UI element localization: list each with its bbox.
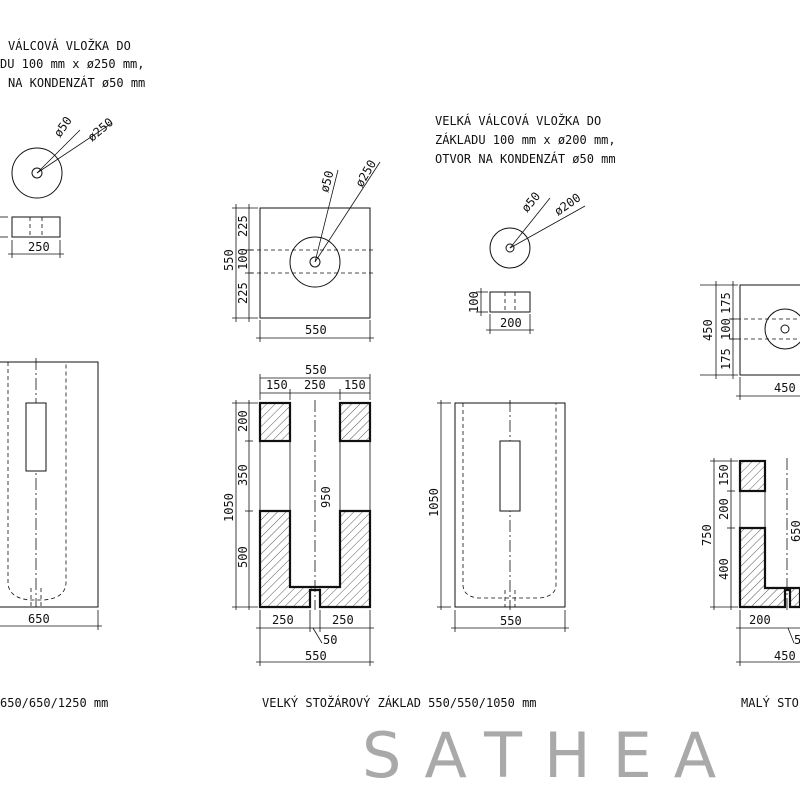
dim-label: 200 (500, 316, 522, 330)
note-line: VELKÁ VÁLCOVÁ VLOŽKA DO (435, 113, 601, 128)
dim-label: 150 (266, 378, 288, 392)
dim-label: ø200 (552, 190, 584, 218)
dim-label: 100 (467, 291, 481, 313)
small-base-plan: 450 175 100 175 450 (700, 281, 800, 400)
dim-label: 225 (236, 215, 250, 237)
dim-label: 950 (319, 486, 333, 508)
dim-label: 1050 (222, 493, 236, 522)
insert-250-plan: ø50 ø250 (11, 114, 116, 199)
top-ring-right (338, 401, 372, 443)
dim-label: 200 (236, 410, 250, 432)
sathea-logo: SATHEA (362, 719, 738, 792)
dim-label: 50 (323, 633, 337, 647)
insert-200-section: 100 200 (467, 288, 534, 334)
small-base-section: 650 750 150 200 400 200 5 450 (700, 458, 800, 666)
insert-body (489, 291, 531, 313)
dim-label: 175 (719, 348, 733, 370)
leader-line (36, 122, 113, 174)
insert-slot (25, 402, 47, 472)
insert-body (11, 216, 61, 238)
top-ring-left (738, 459, 767, 493)
large-base-section: 550 150 250 150 950 1050 200 350 500 (222, 363, 374, 666)
note-line: DU 100 mm x ø250 mm, (0, 57, 145, 71)
note-medium-insert: VELKÁ VÁLCOVÁ VLOŽKA DO ZÁKLADU 100 mm x… (435, 113, 616, 166)
dim-label: 550 (305, 323, 327, 337)
dim-label: 500 (236, 546, 250, 568)
dim-label: 550 (500, 614, 522, 628)
dim-label: 200 (749, 613, 771, 627)
dim-label: 350 (236, 464, 250, 486)
dim-label: 200 (717, 498, 731, 520)
insert-slot (499, 440, 521, 512)
leader-line (36, 129, 81, 174)
note-line: ZÁKLADU 100 mm x ø200 mm, (435, 132, 616, 147)
dim-label: 650 (789, 520, 800, 542)
dim-label: 450 (701, 319, 715, 341)
top-ring-left (258, 401, 292, 443)
large-base-plan: ø50 ø250 550 225 100 225 550 (222, 157, 381, 342)
caption-big-base: 650/650/1250 mm (0, 696, 108, 710)
bottom-block (738, 526, 800, 609)
note-line: OTVOR NA KONDENZÁT ø50 mm (435, 151, 616, 166)
caption-small-base: MALÝ STO (741, 695, 799, 710)
dim-label: 550 (222, 249, 236, 271)
dim-label: 250 (304, 378, 326, 392)
note-line: VÁLCOVÁ VLOŽKA DO (8, 38, 131, 53)
dim-label: 550 (305, 649, 327, 663)
dim-label: 250 (28, 240, 50, 254)
note-large-insert: VÁLCOVÁ VLOŽKA DO DU 100 mm x ø250 mm, N… (0, 38, 145, 90)
dim-label: 225 (236, 282, 250, 304)
dim-label: 1050 (427, 488, 441, 517)
insert-250-section: 250 (0, 216, 64, 258)
dim-label: 150 (344, 378, 366, 392)
base-body (0, 361, 99, 608)
medium-base-elevation: 1050 550 (427, 400, 569, 632)
dim-label: 5 (794, 633, 800, 647)
dim-label: ø50 (51, 114, 75, 140)
dim-label: 175 (719, 292, 733, 314)
dim-label: 400 (717, 558, 731, 580)
dim-label: ø250 (352, 157, 379, 189)
dim-label: 650 (28, 612, 50, 626)
dim-label: 750 (700, 524, 714, 546)
dim-label: 250 (272, 613, 294, 627)
dim-label: 550 (305, 363, 327, 377)
dim-label: 450 (774, 381, 796, 395)
dim-label: ø250 (85, 115, 116, 144)
condensate-hole (780, 324, 790, 334)
big-base-elevation: 650 (0, 358, 102, 630)
dim-label: 250 (332, 613, 354, 627)
dim-label: 450 (774, 649, 796, 663)
caption-large-base: VELKÝ STOŽÁROVÝ ZÁKLAD 550/550/1050 mm (262, 695, 537, 710)
dim-label: 150 (717, 464, 731, 486)
dim-label: 100 (719, 318, 733, 340)
insert-200-plan: ø50 ø200 (489, 189, 586, 269)
dim-label: ø50 (317, 169, 336, 194)
bottom-block (258, 509, 372, 609)
dim-label: 100 (236, 248, 250, 270)
note-line: NA KONDENZÁT ø50 mm (8, 75, 145, 90)
